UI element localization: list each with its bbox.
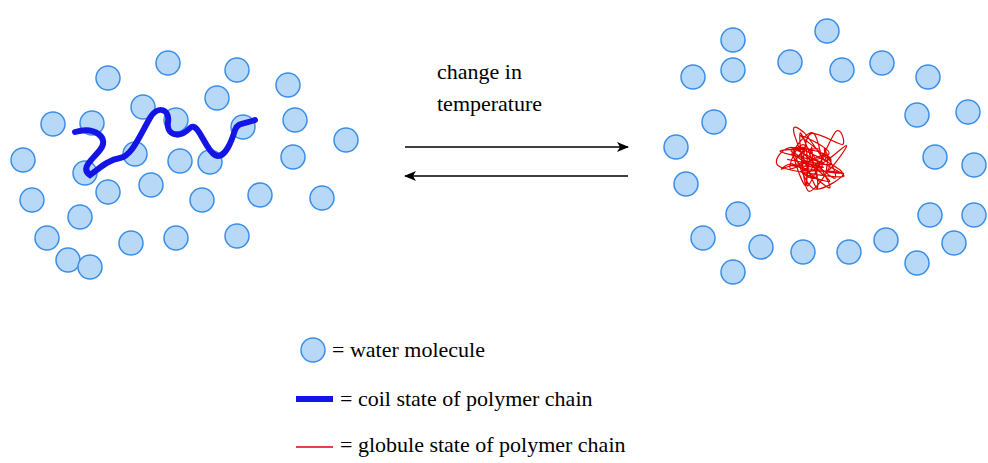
water-molecule (205, 86, 229, 110)
globule-chain (776, 127, 846, 191)
legend-text: = coil state of polymer chain (340, 384, 593, 414)
water-molecule (276, 73, 300, 97)
water-molecule (281, 145, 305, 169)
water-molecule (905, 251, 929, 275)
arrow-label: change in temperature (437, 56, 572, 120)
water-molecule (41, 112, 65, 136)
forward-arrow (405, 146, 628, 148)
water-molecule (749, 235, 773, 259)
water-molecule (702, 110, 726, 134)
globule-polymer (776, 127, 846, 191)
water-molecule (870, 51, 894, 75)
water-molecule (168, 149, 192, 173)
legend-text: = water molecule (332, 335, 485, 365)
water-molecule (674, 172, 698, 196)
water-molecule (681, 65, 705, 89)
water-molecule (837, 240, 861, 264)
water-molecule (721, 28, 745, 52)
water-molecule (918, 203, 942, 227)
water-molecule (139, 173, 163, 197)
water-molecule (283, 108, 307, 132)
water-molecule (11, 148, 35, 172)
water-molecule (20, 188, 44, 212)
water-molecule (164, 226, 188, 250)
globule-sample (296, 446, 333, 448)
water-molecule (68, 205, 92, 229)
water-molecules (11, 19, 986, 284)
water-molecule (721, 58, 745, 82)
water-molecule (830, 58, 854, 82)
water-molecule (96, 66, 120, 90)
water-molecule (778, 50, 802, 74)
water-molecule (119, 231, 143, 255)
water-molecule (664, 135, 688, 159)
water-molecule (35, 226, 59, 250)
water-molecule (905, 103, 929, 127)
water-sample (301, 338, 325, 362)
coil-sample (296, 396, 333, 402)
water-molecule (721, 260, 745, 284)
water-molecule (56, 248, 80, 272)
water-molecule (225, 58, 249, 82)
water-molecule (923, 145, 947, 169)
water-molecule (962, 153, 986, 177)
water-molecule (691, 226, 715, 250)
water-molecule (190, 188, 214, 212)
reverse-arrow (405, 175, 628, 177)
water-molecule (815, 19, 839, 43)
water-molecule (310, 186, 334, 210)
water-molecule (956, 100, 980, 124)
coil-polymer (75, 110, 255, 175)
water-molecule (942, 231, 966, 255)
water-molecule (874, 228, 898, 252)
water-molecule (248, 183, 272, 207)
water-molecule (156, 51, 180, 75)
water-molecule (916, 65, 940, 89)
legend-text: = globule state of polymer chain (340, 430, 626, 460)
water-molecule (78, 255, 102, 279)
water-molecule (962, 203, 986, 227)
water-molecule (225, 224, 249, 248)
water-molecule (791, 240, 815, 264)
water-molecule (726, 202, 750, 226)
water-molecule (334, 128, 358, 152)
water-molecule (96, 180, 120, 204)
